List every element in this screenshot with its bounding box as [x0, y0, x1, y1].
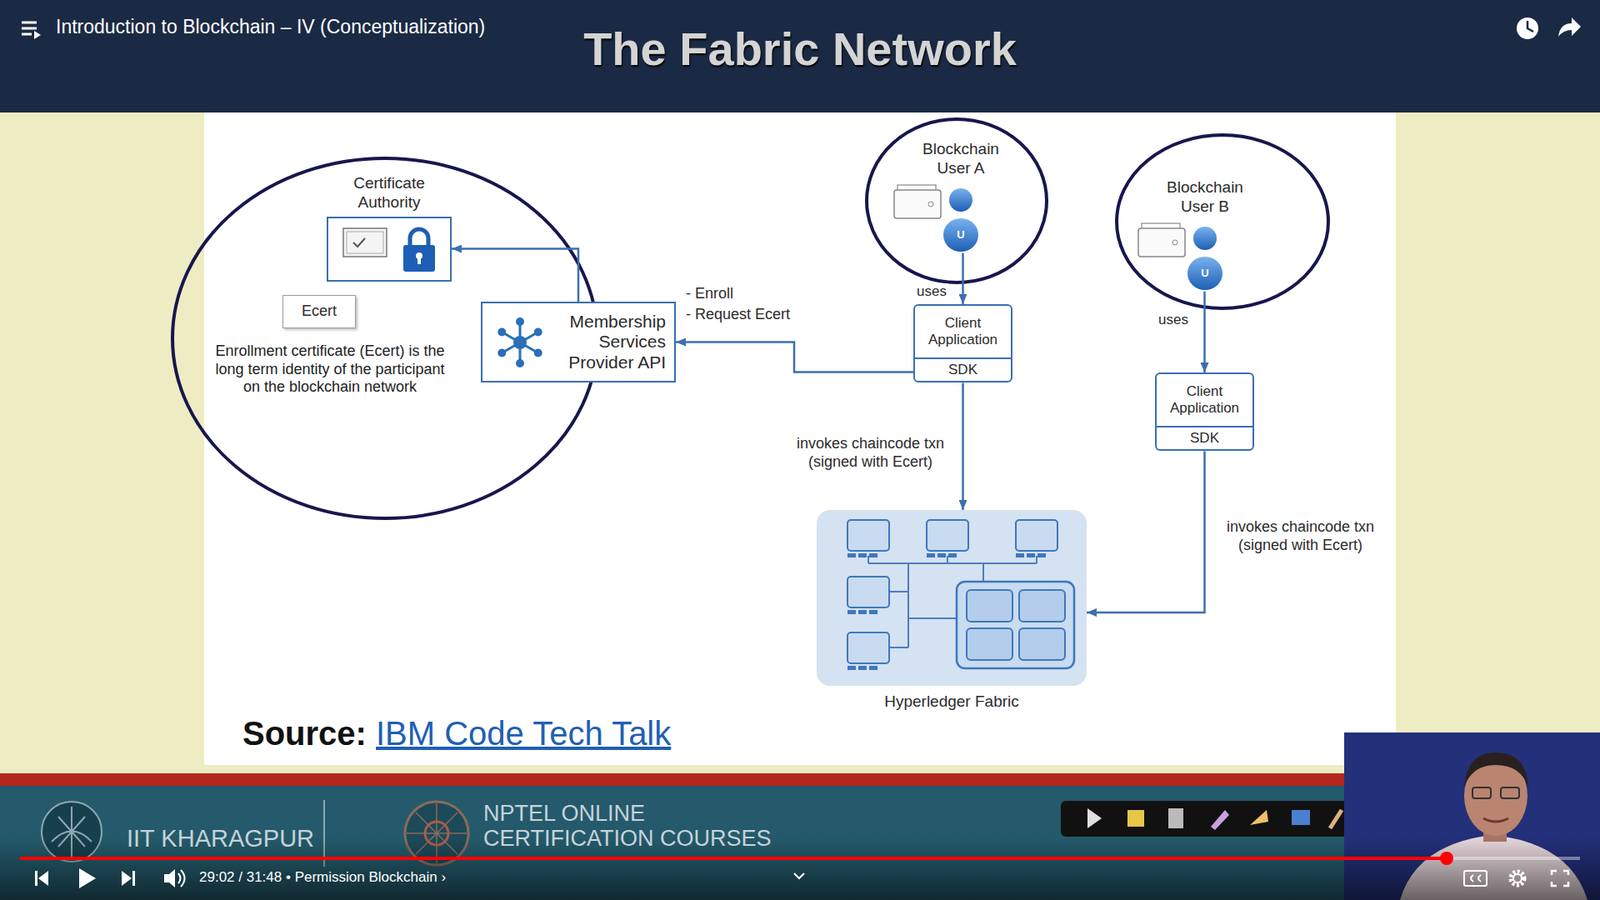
- network-icon-graphic: [497, 317, 542, 368]
- progress-track: [20, 856, 1580, 860]
- tool-icons: [1250, 810, 1269, 825]
- network-icon: [490, 313, 548, 372]
- user-icon: [885, 178, 1036, 254]
- volume-waves: [178, 870, 185, 887]
- connector-arrow: [1203, 291, 1206, 373]
- connector-label: uses: [1156, 311, 1190, 329]
- fabric-illustration: [816, 510, 1087, 686]
- caption-note: Enrollment certificate (Ecert) is the lo…: [213, 342, 447, 397]
- tool-icons: [1330, 810, 1342, 829]
- component-label: Certificate Authority: [342, 174, 436, 213]
- connector-arrow: [961, 253, 965, 305]
- source-link: IBM Code Tech Talk: [375, 715, 671, 753]
- user-badge: U: [1130, 265, 1280, 282]
- chevron-icon: [794, 873, 805, 879]
- menu-icon: [21, 27, 37, 30]
- progress-played: [20, 856, 1447, 860]
- user-icon-graphic: [1138, 223, 1223, 290]
- player-controls: [35, 870, 38, 886]
- connector-arrow: [1086, 450, 1205, 613]
- slide-title: The Fabric Network: [583, 21, 1017, 76]
- player-controls: [121, 870, 132, 886]
- user-figure: Blockchain User A U: [885, 140, 1036, 254]
- user-label: Blockchain User A: [914, 140, 1008, 179]
- player-controls: [79, 868, 96, 889]
- connector-arrow: [675, 342, 914, 373]
- fabric-box: [816, 510, 1087, 686]
- connector-label: invokes chaincode txn (signed with Ecert…: [783, 435, 958, 471]
- player-controls: [35, 868, 175, 889]
- application-box: Client ApplicationSDK: [913, 304, 1013, 383]
- institute-name: IIT KHARAGPUR: [126, 825, 315, 853]
- certificate-box: Ecert: [282, 295, 356, 329]
- presenter-figure: [1483, 818, 1509, 822]
- tool-icons: [1087, 808, 1342, 830]
- user-icon-wrap: U: [885, 178, 1036, 254]
- clock-icon: [1516, 17, 1539, 40]
- settings-icon: [1513, 874, 1522, 883]
- slide-ground: [0, 112, 1600, 774]
- connector-label: invokes chaincode txn (signed with Ecert…: [1213, 518, 1388, 555]
- authority-icons: [328, 218, 450, 280]
- player-controls: [132, 870, 135, 886]
- presenter-figure: [1464, 752, 1529, 788]
- progress-knob: [1440, 851, 1454, 865]
- settings-icon: [1510, 871, 1525, 885]
- service-box: Membership Services Provider API: [480, 301, 676, 383]
- box-label: Ecert: [286, 302, 352, 321]
- tool-icons: [1291, 810, 1310, 825]
- tool-icons: [1127, 810, 1145, 827]
- annotation-circle: [866, 119, 1047, 283]
- user-figure: Blockchain User B U: [1130, 178, 1280, 292]
- connector-arrow: [451, 249, 579, 302]
- box-label: Hyperledger Fabric: [816, 692, 1087, 712]
- tool-icons: [1168, 808, 1184, 829]
- authority-icons-graphic: [343, 228, 435, 272]
- connector-label: uses: [915, 283, 949, 300]
- tool-icons: [1210, 810, 1230, 830]
- box-label: Client Application: [915, 305, 1011, 358]
- menu-icon: [21, 33, 32, 36]
- clock-hands: [1527, 20, 1534, 32]
- user-label: Blockchain User B: [1158, 178, 1252, 217]
- user-icon-graphic: [894, 185, 979, 252]
- edge-note: - Enroll: [685, 285, 734, 303]
- diagram-node: Certificate Authority: [326, 174, 452, 282]
- sdk-band: SDK: [1156, 425, 1253, 450]
- box-label: Membership Services Provider API: [547, 311, 666, 372]
- box-label: Client Application: [1156, 374, 1253, 426]
- fabric-network: Hyperledger Fabric: [816, 510, 1087, 712]
- presenter-figure: [1472, 787, 1491, 799]
- connector-arrow: [961, 382, 965, 510]
- captions-icon: [1470, 875, 1481, 882]
- edge-note: - Request Ecert: [685, 305, 790, 324]
- slide-panel: [204, 112, 1396, 765]
- captions-icon: [1464, 870, 1487, 886]
- fabric-illustration-graphic: [847, 520, 1075, 670]
- application-box: Client ApplicationSDK: [1155, 372, 1255, 451]
- share-icon: [1558, 17, 1581, 37]
- course-name: NPTEL ONLINE CERTIFICATION COURSES: [483, 801, 817, 851]
- video-title: Introduction to Blockchain – IV (Concept…: [55, 15, 485, 39]
- authority-box: [326, 216, 452, 282]
- player-controls: [38, 870, 49, 886]
- annotation-circle: [1116, 135, 1329, 309]
- user-icon: [1130, 216, 1280, 292]
- menu-icon: [21, 21, 37, 25]
- tool-icons: [1087, 808, 1102, 829]
- header-bar: [0, 0, 1600, 113]
- source-label: Source:: [242, 715, 367, 753]
- tool-strip: [1060, 800, 1349, 837]
- fullscreen-icon: [1551, 870, 1569, 886]
- user-badge: U: [885, 226, 1036, 244]
- user-icon-wrap: U: [1130, 216, 1280, 292]
- menu-icon: [34, 30, 41, 40]
- player-controls: [164, 869, 175, 888]
- sdk-band: SDK: [915, 357, 1011, 381]
- presenter-figure: [1500, 787, 1520, 799]
- player-time: 29:02 / 31:48 • Permission Blockchain ›: [199, 869, 446, 886]
